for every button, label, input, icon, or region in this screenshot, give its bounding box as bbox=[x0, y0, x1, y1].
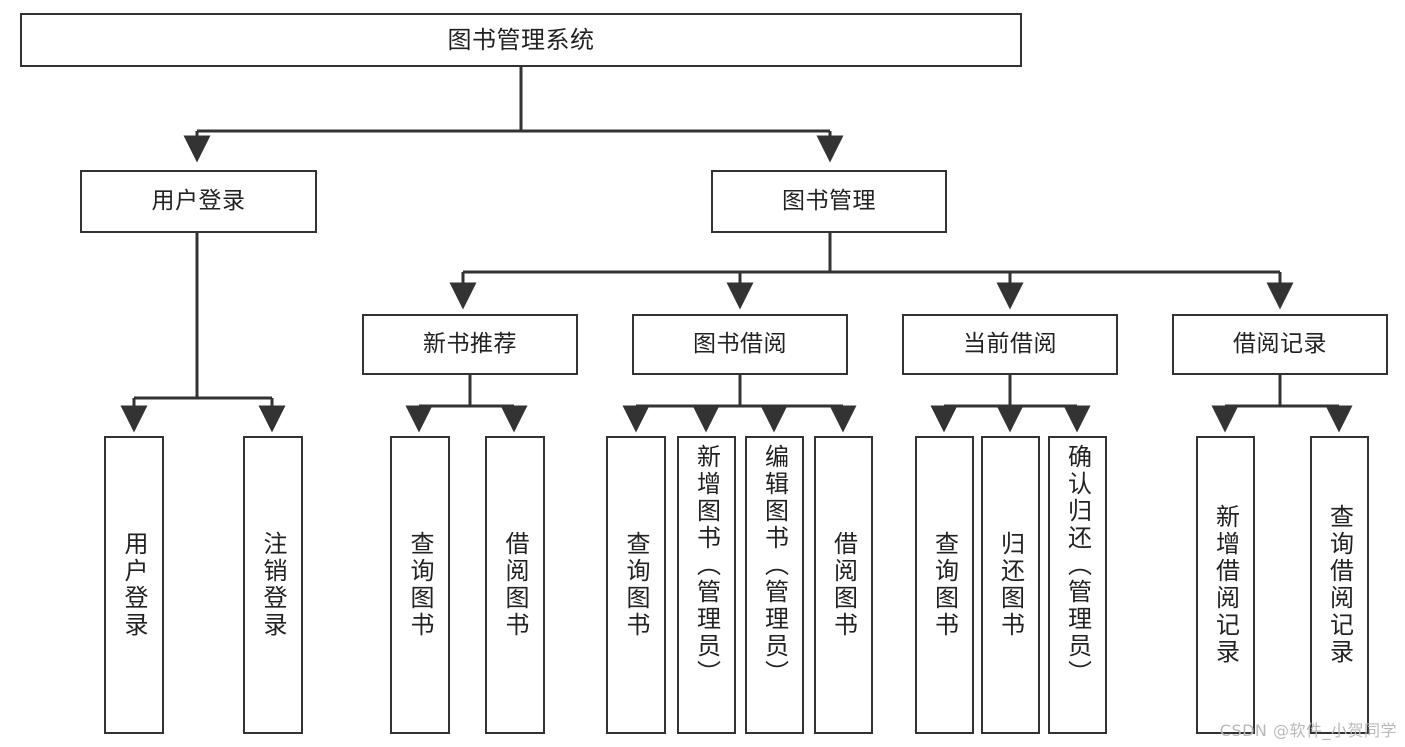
node-label: 用户登录 bbox=[151, 187, 246, 214]
node-label: 图书借阅 bbox=[693, 330, 787, 357]
node-leaf-borrow-book-recommend[interactable]: 借阅图书 bbox=[485, 436, 545, 734]
node-leaf-edit-book[interactable]: 编辑图书（管理员） bbox=[745, 436, 804, 734]
node-leaf-user-logout[interactable]: 注销登录 bbox=[243, 436, 303, 734]
node-leaf-return-book[interactable]: 归还图书 bbox=[981, 436, 1040, 734]
node-label: 查询图书 bbox=[622, 531, 650, 639]
node-current-borrow[interactable]: 当前借阅 bbox=[902, 314, 1118, 375]
node-borrow-record[interactable]: 借阅记录 bbox=[1172, 314, 1388, 375]
node-label: 查询图书 bbox=[406, 531, 434, 639]
node-leaf-query-book-current[interactable]: 查询图书 bbox=[915, 436, 974, 734]
node-label: 借阅图书 bbox=[501, 531, 529, 639]
node-label: 借阅记录 bbox=[1233, 330, 1327, 357]
node-label: 注销登录 bbox=[259, 531, 287, 639]
node-leaf-add-borrow-record[interactable]: 新增借阅记录 bbox=[1196, 436, 1255, 734]
node-leaf-confirm-return[interactable]: 确认归还（管理员） bbox=[1048, 436, 1107, 734]
node-leaf-query-borrow-record[interactable]: 查询借阅记录 bbox=[1310, 436, 1369, 734]
node-book-borrow[interactable]: 图书借阅 bbox=[632, 314, 848, 375]
node-label: 借阅图书 bbox=[829, 531, 858, 639]
node-new-book-recommend[interactable]: 新书推荐 bbox=[362, 314, 578, 375]
node-book-manage[interactable]: 图书管理 bbox=[711, 170, 947, 233]
node-label: 图书管理系统 bbox=[447, 25, 595, 54]
node-label: 用户登录 bbox=[120, 531, 148, 639]
node-leaf-query-book-borrow[interactable]: 查询图书 bbox=[606, 436, 666, 734]
csdn-watermark: CSDN @软件_小贺同学 bbox=[1219, 721, 1397, 740]
node-label: 新书推荐 bbox=[423, 330, 517, 357]
node-label: 查询图书 bbox=[930, 531, 959, 639]
node-leaf-query-book-recommend[interactable]: 查询图书 bbox=[390, 436, 450, 734]
node-label: 确认归还（管理员） bbox=[1063, 444, 1092, 687]
node-root-book-management-system[interactable]: 图书管理系统 bbox=[20, 13, 1022, 67]
node-label: 图书管理 bbox=[782, 187, 876, 214]
node-label: 新增图书（管理员） bbox=[692, 444, 721, 687]
node-leaf-user-login[interactable]: 用户登录 bbox=[104, 436, 164, 734]
node-label: 查询借阅记录 bbox=[1325, 504, 1354, 666]
node-label: 编辑图书（管理员） bbox=[760, 444, 789, 687]
node-label: 归还图书 bbox=[996, 531, 1025, 639]
node-leaf-add-book[interactable]: 新增图书（管理员） bbox=[677, 436, 736, 734]
node-label: 当前借阅 bbox=[963, 330, 1057, 357]
node-label: 新增借阅记录 bbox=[1211, 504, 1240, 666]
node-leaf-borrow-book[interactable]: 借阅图书 bbox=[814, 436, 873, 734]
node-user-login[interactable]: 用户登录 bbox=[80, 170, 317, 233]
